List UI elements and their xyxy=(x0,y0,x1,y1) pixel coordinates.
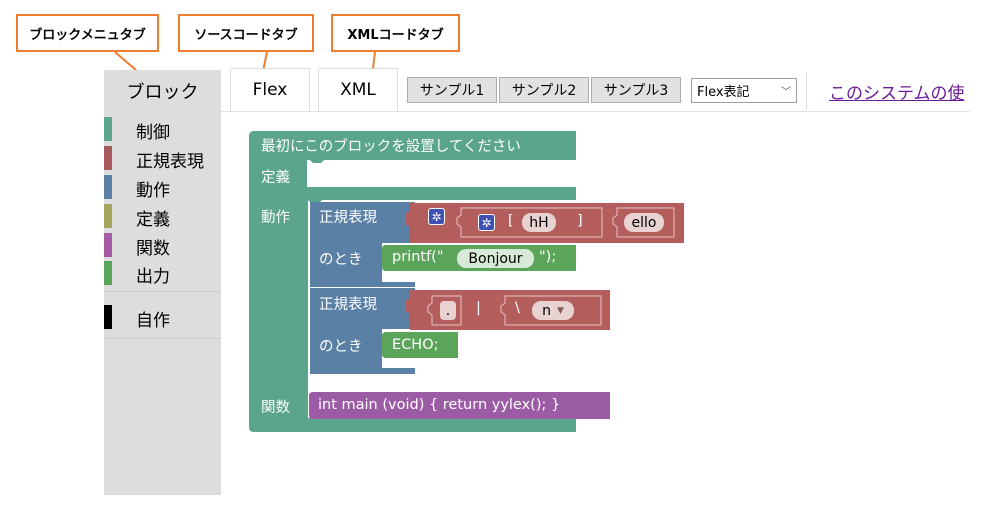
function-code: int main (void) { return yylex(); } xyxy=(318,397,561,413)
category-swatch xyxy=(104,233,112,257)
chevron-down-icon: ﹀ xyxy=(781,87,791,98)
rule1-set-close: ] xyxy=(577,213,583,229)
notation-select[interactable]: Flex表記 ﹀ xyxy=(691,78,797,103)
rule1-set-open: [ xyxy=(508,213,514,229)
callout-source-code-tab: ソースコードタブ xyxy=(178,14,314,52)
dropdown-arrow-icon: ▼ xyxy=(556,305,564,316)
rule2-pipe: | xyxy=(476,300,481,316)
rule1-action-string[interactable]: Bonjour xyxy=(457,249,534,268)
rule2-action: ECHO; xyxy=(392,337,439,353)
category-label: 自作 xyxy=(136,311,170,331)
root-definition-label: 定義 xyxy=(261,170,290,186)
category-swatch xyxy=(104,204,112,228)
notation-select-value: Flex表記 xyxy=(697,85,750,100)
rule1-when-label: のとき xyxy=(319,252,363,268)
category-control[interactable]: 制御 xyxy=(104,117,221,143)
category-label: 正規表現 xyxy=(136,152,204,172)
rule2-escape: \ xyxy=(515,300,520,316)
category-divider xyxy=(104,338,221,339)
output-block-2[interactable] xyxy=(382,332,458,358)
gear-icon[interactable]: ✲ xyxy=(478,214,495,231)
rule2-escape-value: n xyxy=(542,302,551,319)
category-label: 動作 xyxy=(136,181,170,201)
callout-xml-code-tab: XMLコードタブ xyxy=(331,14,460,52)
function-block[interactable] xyxy=(309,392,610,419)
block-category-sidebar: 制御 正規表現 動作 定義 関数 出力 自作 xyxy=(104,111,221,495)
gear-icon[interactable]: ✲ xyxy=(428,208,445,225)
definition-slot[interactable] xyxy=(308,163,576,187)
root-block[interactable] xyxy=(249,131,576,432)
category-regex[interactable]: 正規表現 xyxy=(104,146,221,172)
category-label: 関数 xyxy=(136,239,170,259)
category-swatch xyxy=(104,261,112,285)
category-label: 定義 xyxy=(136,210,170,230)
category-swatch xyxy=(104,175,112,199)
rule1-regex-label: 正規表現 xyxy=(319,210,377,226)
category-output[interactable]: 出力 xyxy=(104,261,221,287)
category-swatch xyxy=(104,117,112,141)
callout-pointer-block xyxy=(114,51,137,71)
help-link[interactable]: このシステムの使 xyxy=(829,84,965,104)
rule1-action-suffix: "); xyxy=(539,249,557,265)
rule1-set-value[interactable]: hH xyxy=(522,213,556,232)
category-swatch xyxy=(104,146,112,170)
root-function-label: 関数 xyxy=(261,400,290,416)
tabbar-baseline xyxy=(104,111,970,112)
category-label: 出力 xyxy=(136,267,170,287)
tab-separator xyxy=(806,72,807,110)
tab-xml[interactable]: XML xyxy=(318,68,398,111)
category-definition[interactable]: 定義 xyxy=(104,204,221,230)
callout-block-menu-tab: ブロックメニュタブ xyxy=(16,14,159,52)
sample1-button[interactable]: サンプル1 xyxy=(407,77,497,103)
rule2-regex-label: 正規表現 xyxy=(319,297,377,313)
sample3-button[interactable]: サンプル3 xyxy=(591,77,681,103)
tab-block[interactable]: ブロック xyxy=(104,70,221,111)
category-action[interactable]: 動作 xyxy=(104,175,221,201)
rule-block-2[interactable] xyxy=(310,288,415,374)
rule2-escape-dropdown[interactable]: n ▼ xyxy=(532,301,574,320)
rule2-dot[interactable]: . xyxy=(440,301,456,320)
root-action-label: 動作 xyxy=(261,210,290,226)
category-label: 制御 xyxy=(136,123,170,143)
rule-block-1[interactable] xyxy=(310,202,415,287)
rule2-when-label: のとき xyxy=(319,339,363,355)
tab-flex[interactable]: Flex xyxy=(230,68,310,111)
sample2-button[interactable]: サンプル2 xyxy=(499,77,589,103)
category-function[interactable]: 関数 xyxy=(104,233,221,259)
rule1-action-prefix: printf(" xyxy=(392,249,444,265)
rule1-literal[interactable]: ello xyxy=(624,213,664,232)
root-block-title: 最初にこのブロックを設置してください xyxy=(261,139,521,155)
category-divider xyxy=(104,291,221,292)
category-swatch xyxy=(104,305,112,329)
category-custom[interactable]: 自作 xyxy=(104,305,221,331)
